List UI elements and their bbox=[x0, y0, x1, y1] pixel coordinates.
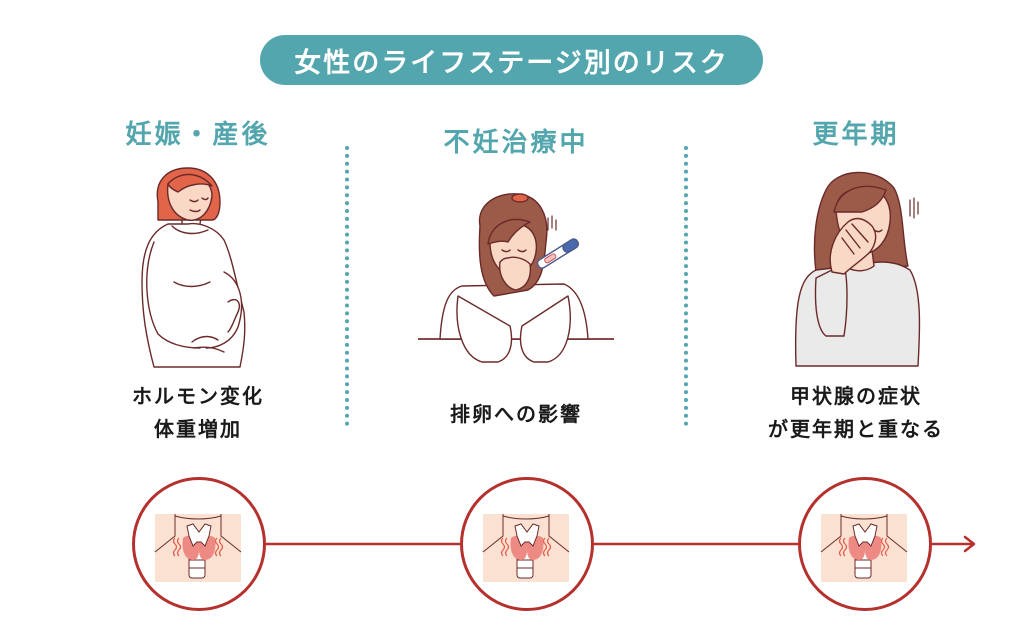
timeline-node-fertility-treatment bbox=[460, 477, 594, 611]
stage-caption-fertility-treatment: 排卵への影響 bbox=[386, 398, 646, 431]
arrow-right-icon bbox=[963, 535, 976, 553]
stage-heading-fertility-treatment: 不妊治療中 bbox=[443, 128, 589, 158]
caption-line: 排卵への影響 bbox=[450, 402, 582, 426]
caption-line: が更年期と重なる bbox=[768, 417, 944, 441]
stage-caption-menopause: 甲状腺の症状 が更年期と重なる bbox=[726, 380, 986, 446]
caption-line: ホルモン変化 bbox=[132, 384, 264, 408]
pregnant-woman-icon bbox=[141, 167, 246, 368]
stage-heading-pregnancy: 妊娠・産後 bbox=[125, 120, 271, 150]
caption-line: 体重増加 bbox=[154, 417, 242, 441]
thyroid-icon bbox=[482, 514, 570, 582]
column-divider bbox=[345, 146, 349, 426]
title-banner: 女性のライフステージ別のリスク bbox=[260, 35, 763, 85]
column-divider bbox=[684, 146, 688, 426]
woman-facepalm-icon bbox=[794, 171, 921, 367]
worried-woman-with-pregnancy-test-icon bbox=[418, 193, 614, 363]
page-title: 女性のライフステージ別のリスク bbox=[294, 47, 729, 79]
caption-line: 甲状腺の症状 bbox=[790, 384, 922, 408]
stage-caption-pregnancy: ホルモン変化 体重増加 bbox=[68, 380, 328, 446]
thyroid-icon bbox=[154, 514, 242, 582]
timeline-node-menopause bbox=[798, 477, 932, 611]
stage-heading-menopause: 更年期 bbox=[812, 120, 900, 150]
thyroid-icon bbox=[820, 514, 908, 582]
timeline-node-pregnancy bbox=[132, 477, 266, 611]
